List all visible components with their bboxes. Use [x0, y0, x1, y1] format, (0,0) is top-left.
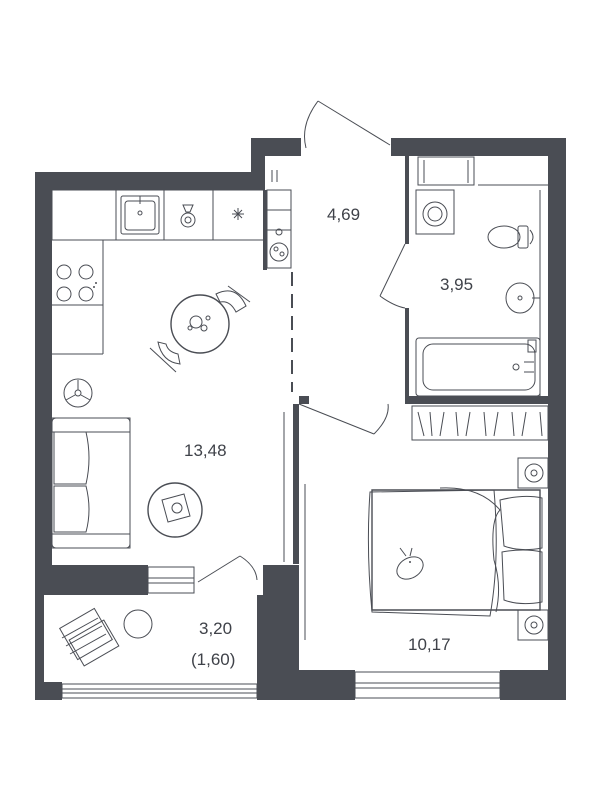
ceiling-light-icon — [63, 378, 93, 408]
sink-icon — [505, 282, 540, 314]
balcony-reduced-area-label: (1,60) — [191, 650, 235, 669]
dishwasher-icon — [180, 204, 196, 228]
coffee-table-icon — [147, 482, 203, 538]
toy-icon — [396, 547, 424, 580]
dining-table-icon — [170, 294, 230, 354]
stove-icon — [56, 264, 97, 302]
walls — [35, 138, 566, 700]
chair-icon — [149, 285, 251, 373]
radiator-icon — [517, 457, 549, 641]
doors — [197, 100, 406, 640]
sink-icon — [120, 195, 160, 235]
balcony-table-icon — [123, 609, 153, 639]
lounge-chair-icon — [58, 607, 120, 667]
living-area-label: 13,48 — [184, 441, 227, 460]
bathroom-area-label: 3,95 — [440, 275, 473, 294]
plant-icon — [269, 170, 289, 262]
bathtub-icon — [415, 337, 541, 397]
balcony-area-label: 3,20 — [199, 619, 232, 638]
washing-machine-icon — [415, 189, 455, 235]
bedroom-area-label: 10,17 — [408, 635, 451, 654]
sofa-icon — [51, 417, 131, 549]
hallway-area-label: 4,69 — [327, 205, 360, 224]
fridge-icon — [232, 208, 244, 220]
toilet-icon — [487, 225, 534, 249]
kitchen — [51, 170, 292, 355]
bed-icon — [367, 487, 543, 617]
wardrobe-icon — [411, 405, 549, 441]
windows — [61, 156, 501, 699]
